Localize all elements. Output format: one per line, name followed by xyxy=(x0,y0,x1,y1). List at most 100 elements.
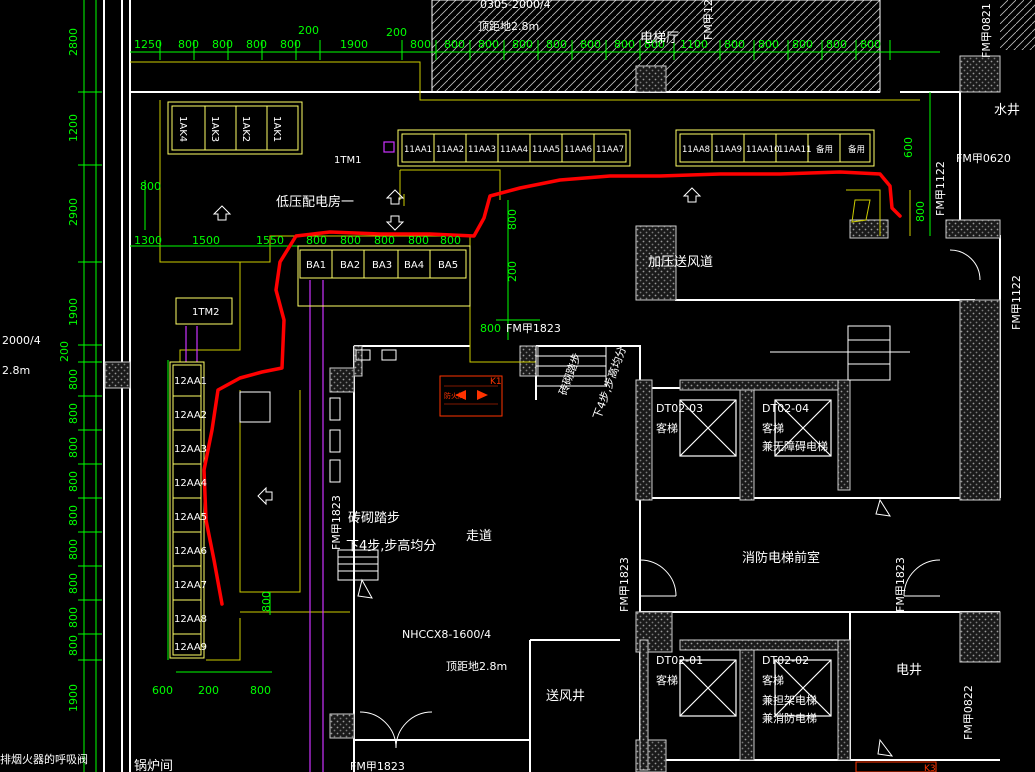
dim-left-4: 1900 xyxy=(67,298,80,326)
dim-top-16: 1100 xyxy=(680,38,708,51)
dim-800-bot: 800 xyxy=(260,591,273,612)
dim-left-8: 800 xyxy=(67,437,80,458)
aa-col-9: 12AA9 xyxy=(174,642,207,653)
dim-mid-8: 800 xyxy=(440,234,461,247)
dim-800-a: 800 xyxy=(480,322,501,335)
label-dt-01: DT02-01 xyxy=(656,654,703,667)
label-dt-02-type2: 兼担架电梯 xyxy=(762,693,817,707)
ak-label-4: 1AK4 xyxy=(177,116,188,142)
dim-top-11: 800 xyxy=(512,38,533,51)
label-fm-0821: FM甲0821 xyxy=(980,3,993,58)
aa-row1-5: 11AA5 xyxy=(532,145,560,155)
aa-row2-4: 11AA11 xyxy=(778,145,812,155)
dim-mid-7: 800 xyxy=(408,234,429,247)
label-dt-02: DT02-02 xyxy=(762,654,809,667)
label-fm-1823-a: FM甲1823 xyxy=(506,322,561,335)
dim-left-12: 800 xyxy=(67,573,80,594)
dim-left-14: 800 xyxy=(67,635,80,656)
stairs xyxy=(337,325,910,581)
label-k3: K3 xyxy=(924,764,936,772)
dim-bottom-3: 800 xyxy=(250,684,271,697)
dim-top-19: 800 xyxy=(792,38,813,51)
equipment-outlines xyxy=(167,101,875,659)
dim-800-left: 800 xyxy=(140,180,161,193)
aa-col-4: 12AA4 xyxy=(174,478,207,489)
dim-top-6: 1900 xyxy=(340,38,368,51)
room-corridor: 走道 xyxy=(466,529,492,544)
label-fm-1823-b: FM甲1823 xyxy=(330,495,343,550)
aa-row2-1: 11AA8 xyxy=(682,145,710,155)
dim-top-extra: 200 xyxy=(298,24,319,37)
columns xyxy=(104,55,1001,772)
label-fm-1224: FM甲1224 xyxy=(702,0,715,40)
dim-top-21: 800 xyxy=(860,38,881,51)
aa-row2-6: 备用 xyxy=(848,144,865,155)
doors xyxy=(357,249,981,757)
dim-top-12: 800 xyxy=(546,38,567,51)
label-brick-step: 砖砌踏步 xyxy=(348,511,400,526)
aa-col-1: 12AA1 xyxy=(174,376,207,387)
dim-top-17: 800 xyxy=(724,38,745,51)
dim-left-15: 1900 xyxy=(67,684,80,712)
dim-left-10: 800 xyxy=(67,505,80,526)
ak-label-2: 1AK2 xyxy=(240,116,251,142)
label-fire-valve: 防火阀 xyxy=(444,391,465,400)
dim-bottom-2: 200 xyxy=(198,684,219,697)
dim-600: 600 xyxy=(902,137,915,158)
room-supply-shaft: 送风井 xyxy=(546,689,585,704)
label-ceiling-left: 2.8m xyxy=(2,364,30,377)
ba-label-2: BA2 xyxy=(340,260,360,271)
dim-left-11: 800 xyxy=(67,539,80,560)
label-nhccx-top: 2000/4 xyxy=(2,334,41,347)
dim-top-1: 1250 xyxy=(134,38,162,51)
fire-valve-k1 xyxy=(439,375,937,772)
aa-row2-3: 11AA10 xyxy=(746,145,780,155)
aa-row1-2: 11AA2 xyxy=(436,145,464,155)
aa-row1-3: 11AA3 xyxy=(468,145,496,155)
ak-label-3: 1AK3 xyxy=(209,116,220,142)
dimension-lines xyxy=(78,0,940,772)
dim-top-20: 800 xyxy=(826,38,847,51)
dim-mid-3: 1550 xyxy=(256,234,284,247)
tm1-label: 1TM1 xyxy=(334,155,361,166)
label-step-note: 下4步,步高均分 xyxy=(346,538,436,554)
ba-label-4: BA4 xyxy=(404,260,424,271)
aa-col-8: 12AA8 xyxy=(174,614,207,625)
label-dt-02-type1: 客梯 xyxy=(762,673,784,687)
duct xyxy=(185,141,395,772)
ba-label-3: BA3 xyxy=(372,260,392,271)
ba-label-1: BA1 xyxy=(306,260,326,271)
dim-left-3: 2900 xyxy=(67,198,80,226)
ba-label-5: BA5 xyxy=(438,260,458,271)
label-dt-03: DT02-03 xyxy=(656,402,703,415)
label-dt-04: DT02-04 xyxy=(762,402,809,415)
dim-top-8: 800 xyxy=(410,38,431,51)
room-fire-lobby: 消防电梯前室 xyxy=(742,550,820,566)
label-ceiling-top: 顶距地2.8m xyxy=(478,20,539,33)
dim-mid-4: 800 xyxy=(306,234,327,247)
label-fm-0620: FM甲0620 xyxy=(956,152,1011,165)
dim-800-b: 800 xyxy=(506,209,519,230)
dim-200-a: 200 xyxy=(506,261,519,282)
aa-row1-1: 11AA1 xyxy=(404,145,432,155)
dim-mid-5: 800 xyxy=(340,234,361,247)
aa-col-7: 12AA7 xyxy=(174,580,207,591)
tm2-label: 1TM2 xyxy=(192,307,219,318)
aa-row2-5: 备用 xyxy=(816,144,833,155)
label-dt-02-type3: 兼消防电梯 xyxy=(762,711,817,725)
label-nhccx-bottom: NHCCX8-1600/4 xyxy=(402,628,491,641)
label-ceiling-bottom: 顶距地2.8m xyxy=(446,660,507,673)
label-fm-0822: FM甲0822 xyxy=(962,685,975,740)
aa-row1-6: 11AA6 xyxy=(564,145,592,155)
label-k1: K1 xyxy=(490,377,502,387)
dim-bottom-1: 600 xyxy=(152,684,173,697)
dim-top-14: 800 xyxy=(614,38,635,51)
dim-left-5: 200 xyxy=(58,341,71,362)
room-electric-shaft: 电井 xyxy=(896,663,922,678)
label-fm-1823-d: FM甲1823 xyxy=(894,557,907,612)
dim-left-9: 800 xyxy=(67,471,80,492)
ak-label-1: 1AK1 xyxy=(271,116,282,142)
label-dt-01-type: 客梯 xyxy=(656,673,678,687)
label-dt-04-type2: 兼无障碍电梯 xyxy=(762,439,828,453)
